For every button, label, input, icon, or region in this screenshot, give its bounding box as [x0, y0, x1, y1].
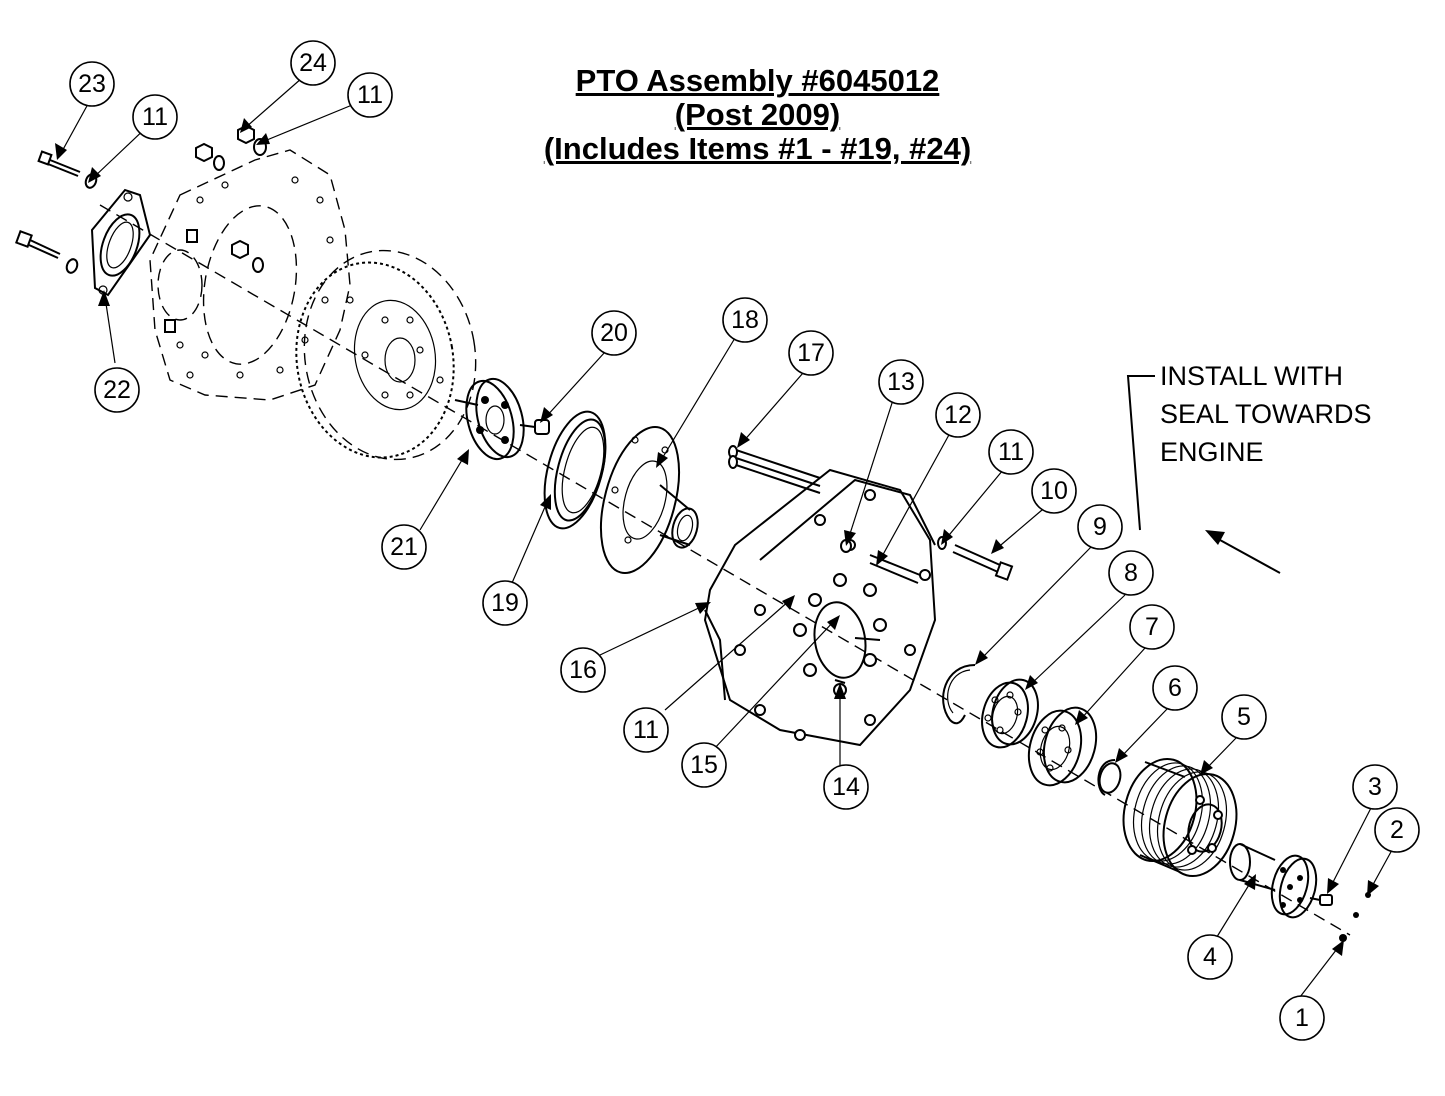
callout-11-d: 11	[633, 716, 659, 744]
callout-17: 17	[797, 339, 825, 367]
callout-23: 23	[78, 70, 106, 98]
callout-8: 8	[1124, 559, 1138, 587]
callout-11-b: 11	[357, 81, 383, 109]
title-line-2: (Post 2009)	[674, 97, 841, 132]
title-line-3: (Includes Items #1 - #19, #24)	[543, 131, 972, 166]
callout-6: 6	[1168, 674, 1182, 702]
part-flywheel	[295, 249, 477, 461]
callout-20: 20	[600, 319, 628, 347]
part-bearing-7	[1027, 706, 1098, 787]
part-bearing-flange-22	[90, 188, 152, 297]
callout-4: 4	[1203, 943, 1217, 971]
title-line-1: PTO Assembly #6045012	[575, 63, 940, 98]
callout-3: 3	[1368, 773, 1382, 801]
callout-24: 24	[299, 49, 327, 77]
callout-2: 2	[1390, 816, 1404, 844]
part-pulley-5	[1122, 757, 1238, 878]
part-coupling-21	[454, 377, 525, 461]
callout-16: 16	[569, 656, 597, 684]
part-bearing-8	[981, 678, 1039, 749]
part-pin-17	[728, 445, 821, 494]
part-seal-19	[543, 410, 607, 530]
note-line-3: ENGINE	[1160, 437, 1264, 467]
callout-leaders	[55, 77, 1393, 998]
center-axis	[99, 204, 1351, 936]
callout-21: 21	[390, 533, 418, 561]
note-leader-8	[1126, 375, 1155, 531]
callout-bubbles	[69, 40, 1420, 1041]
callout-19: 19	[491, 589, 519, 617]
callout-9: 9	[1093, 513, 1107, 541]
part-adapter-plate-dashed	[149, 149, 351, 401]
callout-7: 7	[1145, 613, 1159, 641]
callout-15: 15	[690, 751, 718, 779]
callout-12: 12	[944, 401, 972, 429]
part-bolt-23	[15, 150, 81, 259]
note-line-1: INSTALL WITH	[1160, 361, 1344, 391]
callout-13: 13	[887, 368, 915, 396]
callout-14: 14	[832, 773, 860, 801]
part-snap-ring-9	[942, 664, 976, 725]
callout-10: 10	[1040, 477, 1068, 505]
part-shaft-hub-4	[1229, 843, 1318, 919]
callout-22: 22	[103, 376, 131, 404]
part-housing-18	[600, 425, 699, 575]
part-pto-housing-16	[703, 468, 937, 747]
callout-11-c: 11	[998, 438, 1024, 466]
part-screw-20	[519, 419, 550, 435]
part-bolt-10	[937, 536, 1014, 581]
callout-5: 5	[1237, 703, 1251, 731]
part-ring-6	[1097, 759, 1122, 796]
note-line-2: SEAL TOWARDS	[1160, 399, 1372, 429]
install-direction-arrow	[1205, 530, 1281, 574]
callout-11-a: 11	[142, 103, 168, 131]
callout-18: 18	[731, 306, 759, 334]
callout-1: 1	[1295, 1004, 1309, 1032]
